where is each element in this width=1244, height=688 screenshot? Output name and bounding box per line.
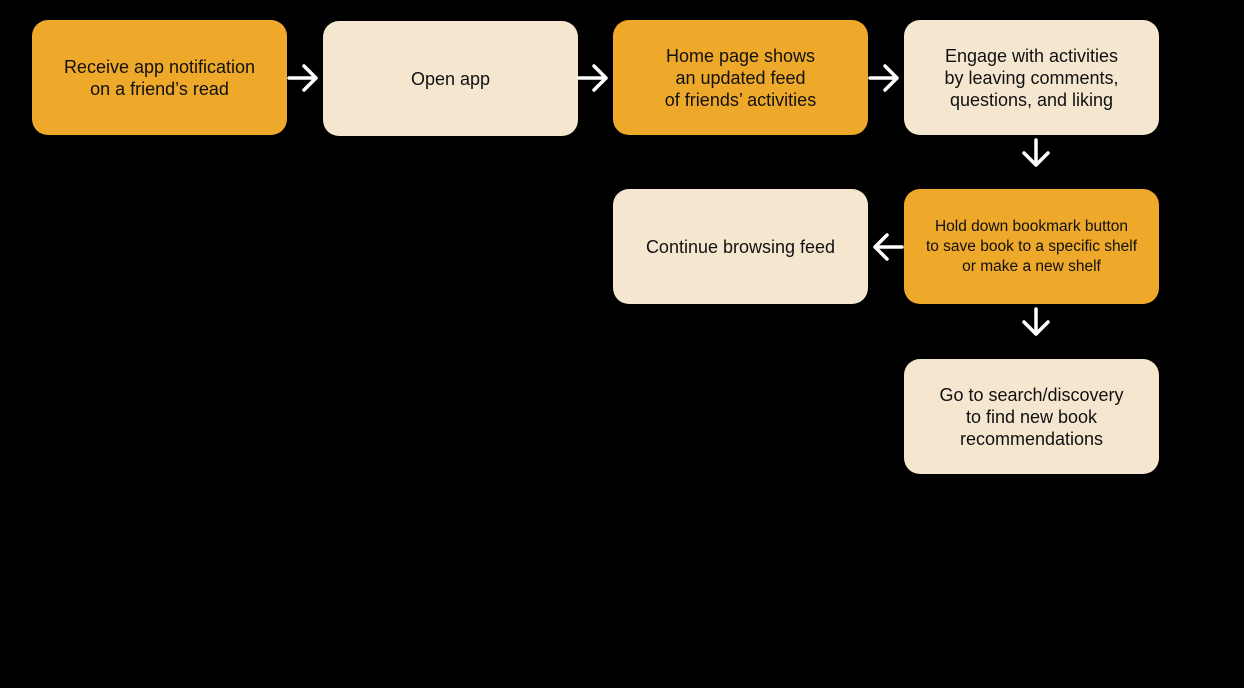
left-arrow-icon [870,229,906,265]
flow-step-engage-activities: Engage with activities by leaving commen… [904,20,1159,135]
flow-step-label: Engage with activities by leaving commen… [944,45,1119,110]
flow-step-open-app: Open app [323,21,578,136]
flow-step-home-feed: Home page shows an updated feed of frien… [613,20,868,135]
flow-step-continue-browsing: Continue browsing feed [613,189,868,304]
flow-step-label: Go to search/discovery to find new book … [939,384,1124,449]
flow-step-hold-bookmark: Hold down bookmark button to save book t… [904,189,1159,304]
down-arrow-icon [1018,305,1054,341]
flow-step-label: Continue browsing feed [645,236,836,257]
down-arrow-icon [1018,136,1054,172]
right-arrow-icon [575,60,611,96]
flow-step-label: Open app [410,68,491,89]
flow-step-label: Receive app notification on a friend’s r… [63,56,256,99]
flow-step-label: Hold down bookmark button to save book t… [925,217,1138,275]
right-arrow-icon [866,60,902,96]
flow-step-label: Home page shows an updated feed of frien… [664,45,817,110]
flow-step-search-discovery: Go to search/discovery to find new book … [904,359,1159,474]
right-arrow-icon [285,60,321,96]
flow-step-receive-notification: Receive app notification on a friend’s r… [32,20,287,135]
